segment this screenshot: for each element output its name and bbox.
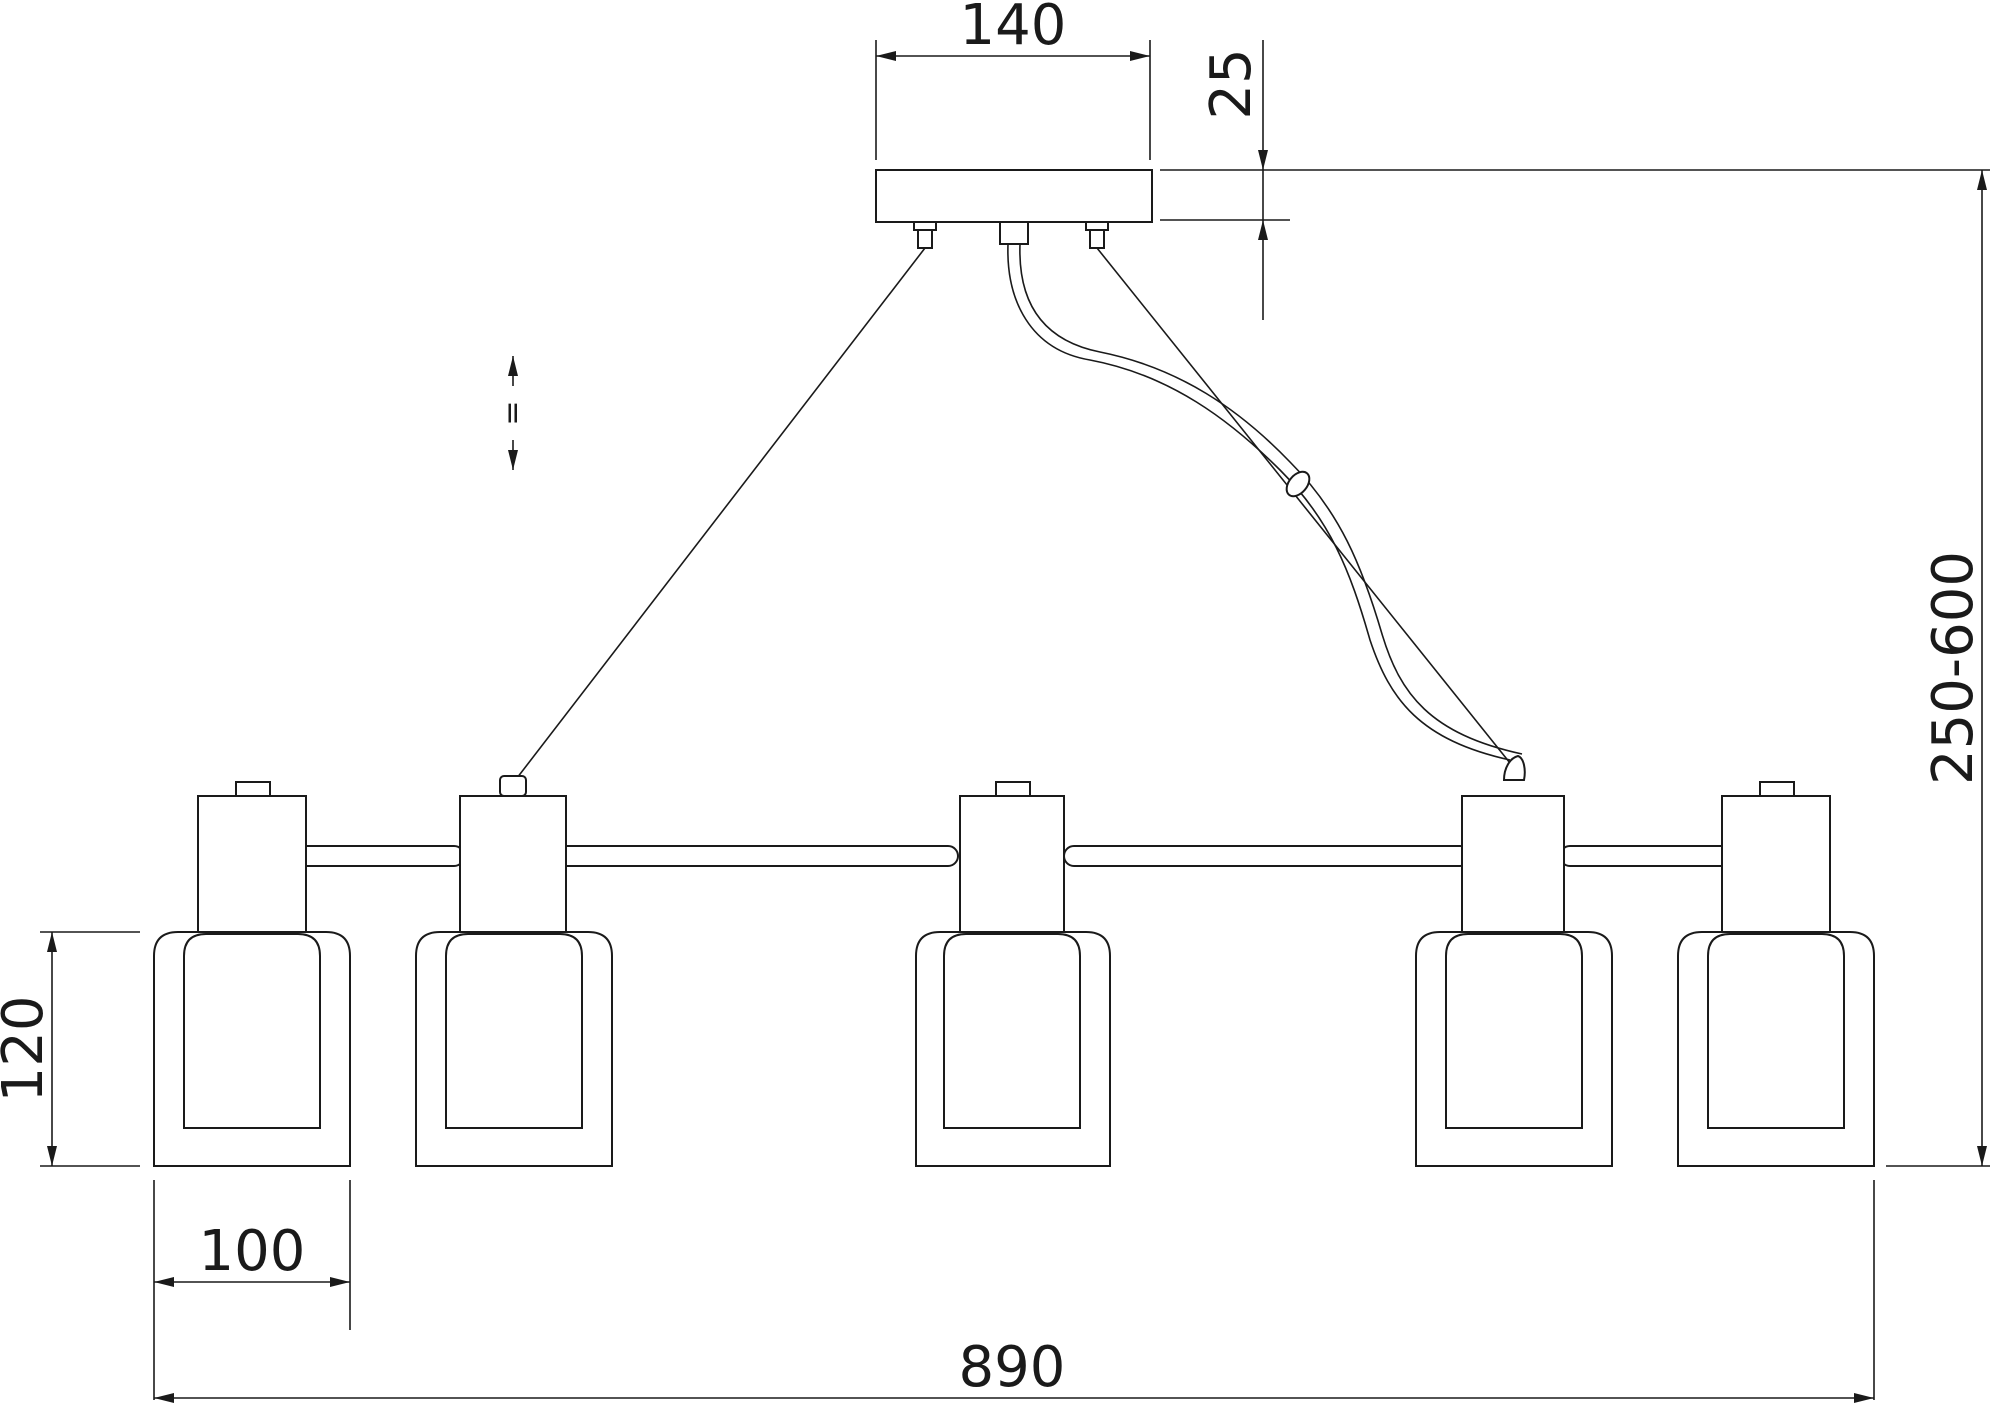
- ceiling-canopy: [875, 169, 1153, 249]
- shade-width-label: 100: [199, 1219, 306, 1284]
- total-width-label: 890: [959, 1335, 1066, 1400]
- dimension-canopy-width: 140: [875, 0, 1151, 160]
- dimension-shade-width: 100: [153, 1180, 351, 1400]
- dimension-total-width: 890: [154, 1180, 1875, 1403]
- dimension-canopy-height: 25: [1160, 40, 1990, 320]
- adjustable-length-icon: =: [495, 356, 530, 470]
- canopy-width-label: 140: [960, 0, 1067, 58]
- suspension-cables: [516, 247, 1515, 779]
- lamp-2: [415, 775, 613, 1167]
- lamp-1: [153, 781, 351, 1167]
- power-cord: [1007, 243, 1526, 781]
- lamp-5: [1677, 781, 1875, 1167]
- lamp-4: [1415, 795, 1613, 1167]
- dimension-shade-height: 120: [0, 931, 140, 1167]
- shade-height-label: 120: [0, 996, 56, 1103]
- dimension-suspension-length: 250-600: [1886, 170, 1990, 1167]
- adjust-symbol: =: [495, 400, 530, 425]
- canopy-height-label: 25: [1199, 48, 1264, 119]
- suspension-length-label: 250-600: [1921, 551, 1986, 785]
- lamp-3: [915, 781, 1111, 1167]
